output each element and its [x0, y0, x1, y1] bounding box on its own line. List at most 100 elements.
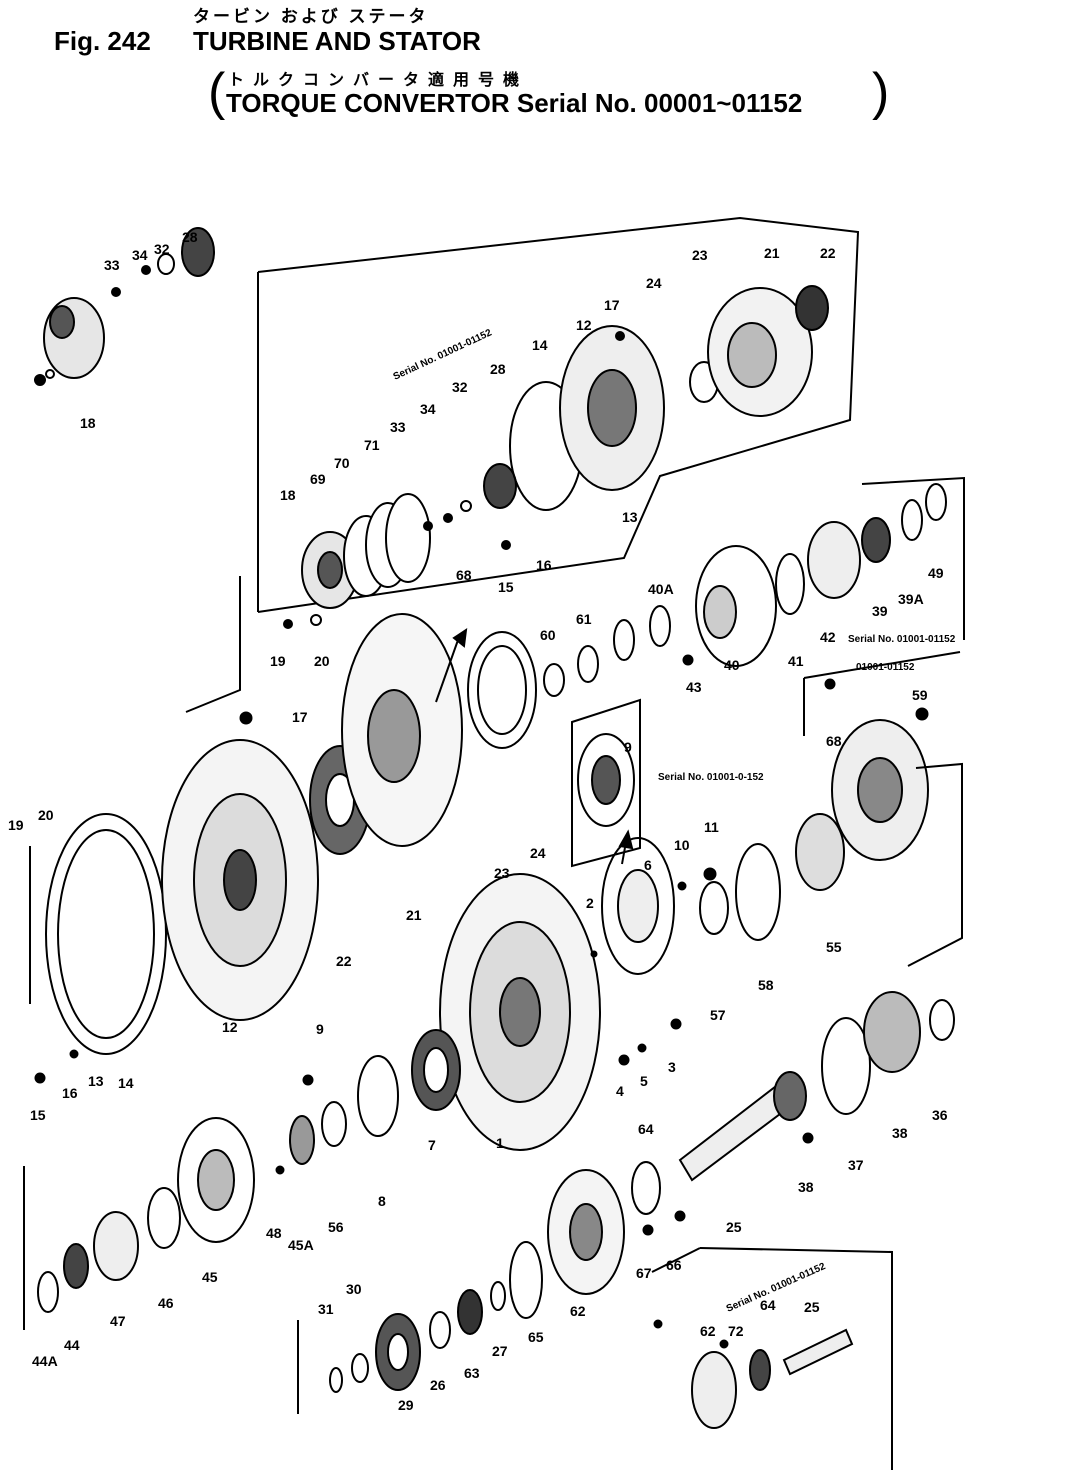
label-15: 15 [30, 1107, 46, 1123]
label-6: 6 [644, 857, 652, 873]
bearing-22-upper [795, 285, 829, 331]
label-38: 38 [798, 1179, 814, 1195]
label-2: 2 [586, 895, 594, 911]
plate-71 [385, 493, 431, 583]
label-57: 57 [710, 1007, 726, 1023]
shaft-25b [782, 1328, 854, 1376]
label-38b: 38 [892, 1125, 908, 1141]
washer-32 [157, 253, 175, 275]
right-serial-note: Serial No. 01001-01152 [848, 634, 956, 645]
ring-37 [821, 1017, 871, 1115]
label-43: 43 [686, 679, 702, 695]
label-64b: 64 [760, 1297, 776, 1313]
washer-60 [543, 663, 565, 697]
flange-shaft-55 [795, 813, 845, 891]
label-9: 9 [316, 1021, 324, 1037]
carrier-47 [93, 1211, 139, 1281]
label-68b: 68 [456, 567, 472, 583]
seal-57 [699, 881, 729, 935]
label-33b: 33 [390, 419, 406, 435]
snap-44a [37, 1271, 59, 1313]
oring-65 [509, 1241, 543, 1319]
label-23b: 23 [692, 247, 708, 263]
snap-39a [901, 499, 923, 541]
label-66: 66 [666, 1257, 682, 1273]
housing-35 [863, 991, 921, 1073]
bearing-63 [457, 1289, 483, 1335]
label-21b: 21 [764, 245, 780, 261]
label-19: 19 [8, 817, 24, 833]
label-15b: 15 [498, 579, 514, 595]
upper-group-frame [257, 216, 860, 613]
gear-box-serial-note: Serial No. 01001-0-152 [658, 772, 764, 783]
label-22: 22 [336, 953, 352, 969]
label-46: 46 [158, 1295, 174, 1311]
label-41: 41 [788, 653, 804, 669]
label-72: 72 [728, 1323, 744, 1339]
left-parts [34, 227, 215, 386]
ring-50 [613, 619, 635, 661]
label-63: 63 [464, 1365, 480, 1381]
label-55: 55 [826, 939, 842, 955]
label-37: 37 [848, 1157, 864, 1173]
label-69: 69 [310, 471, 326, 487]
part-labels: 1 2 3 4 5 6 7 8 9 9 10 11 12 12 13 13 14… [8, 229, 948, 1413]
japanese-title: タービン および ステータ [193, 7, 429, 26]
label-59: 59 [912, 687, 928, 703]
ring-30 [351, 1353, 369, 1383]
label-14b: 14 [532, 337, 548, 353]
gear-box-frame [571, 698, 641, 868]
seal-64b [749, 1349, 771, 1391]
label-61: 61 [576, 611, 592, 627]
label-36: 36 [932, 1107, 948, 1123]
label-45a: 45A [288, 1237, 314, 1253]
label-68: 68 [826, 733, 842, 749]
ring-45a [289, 1115, 315, 1165]
label-29: 29 [398, 1397, 414, 1413]
label-34b: 34 [420, 401, 436, 417]
seal-64 [631, 1161, 661, 1215]
japanese-subtitle: トルクコンバータ適用号機 [228, 72, 529, 89]
label-48: 48 [266, 1225, 282, 1241]
label-13: 13 [88, 1073, 104, 1089]
label-62: 62 [570, 1303, 586, 1319]
label-40: 40 [724, 657, 740, 673]
label-40a: 40A [648, 581, 674, 597]
main-parts [37, 483, 955, 1429]
label-56: 56 [328, 1219, 344, 1235]
carrier-42 [807, 521, 861, 599]
label-70: 70 [334, 455, 350, 471]
ring-56 [321, 1101, 347, 1147]
label-10: 10 [674, 837, 690, 853]
label-20b: 20 [314, 653, 330, 669]
label-34: 34 [132, 247, 148, 263]
label-27: 27 [492, 1343, 508, 1359]
label-64: 64 [638, 1121, 654, 1137]
label-25b: 25 [804, 1299, 820, 1315]
figure-number: Fig. 242 [54, 26, 151, 56]
label-12b: 12 [576, 317, 592, 333]
upper-serial-note: Serial No. 01001-01152 [392, 327, 494, 383]
oring-58 [735, 843, 781, 941]
label-14: 14 [118, 1075, 134, 1091]
upper-parts [283, 285, 829, 629]
label-62b: 62 [700, 1323, 716, 1339]
label-26: 26 [430, 1377, 446, 1393]
label-67: 67 [636, 1265, 652, 1281]
label-58: 58 [758, 977, 774, 993]
label-4: 4 [616, 1083, 624, 1099]
snap-49 [925, 483, 947, 521]
label-28: 28 [182, 229, 198, 245]
label-47: 47 [110, 1313, 126, 1329]
label-22b: 22 [820, 245, 836, 261]
english-title: TURBINE AND STATOR [193, 26, 481, 56]
label-5: 5 [640, 1073, 648, 1089]
label-60: 60 [540, 627, 556, 643]
label-71: 71 [364, 437, 380, 453]
label-30: 30 [346, 1281, 362, 1297]
label-20: 20 [38, 807, 54, 823]
label-49: 49 [928, 565, 944, 581]
snap-44 [63, 1243, 89, 1289]
label-39a: 39A [898, 591, 924, 607]
label-24b: 24 [646, 275, 662, 291]
